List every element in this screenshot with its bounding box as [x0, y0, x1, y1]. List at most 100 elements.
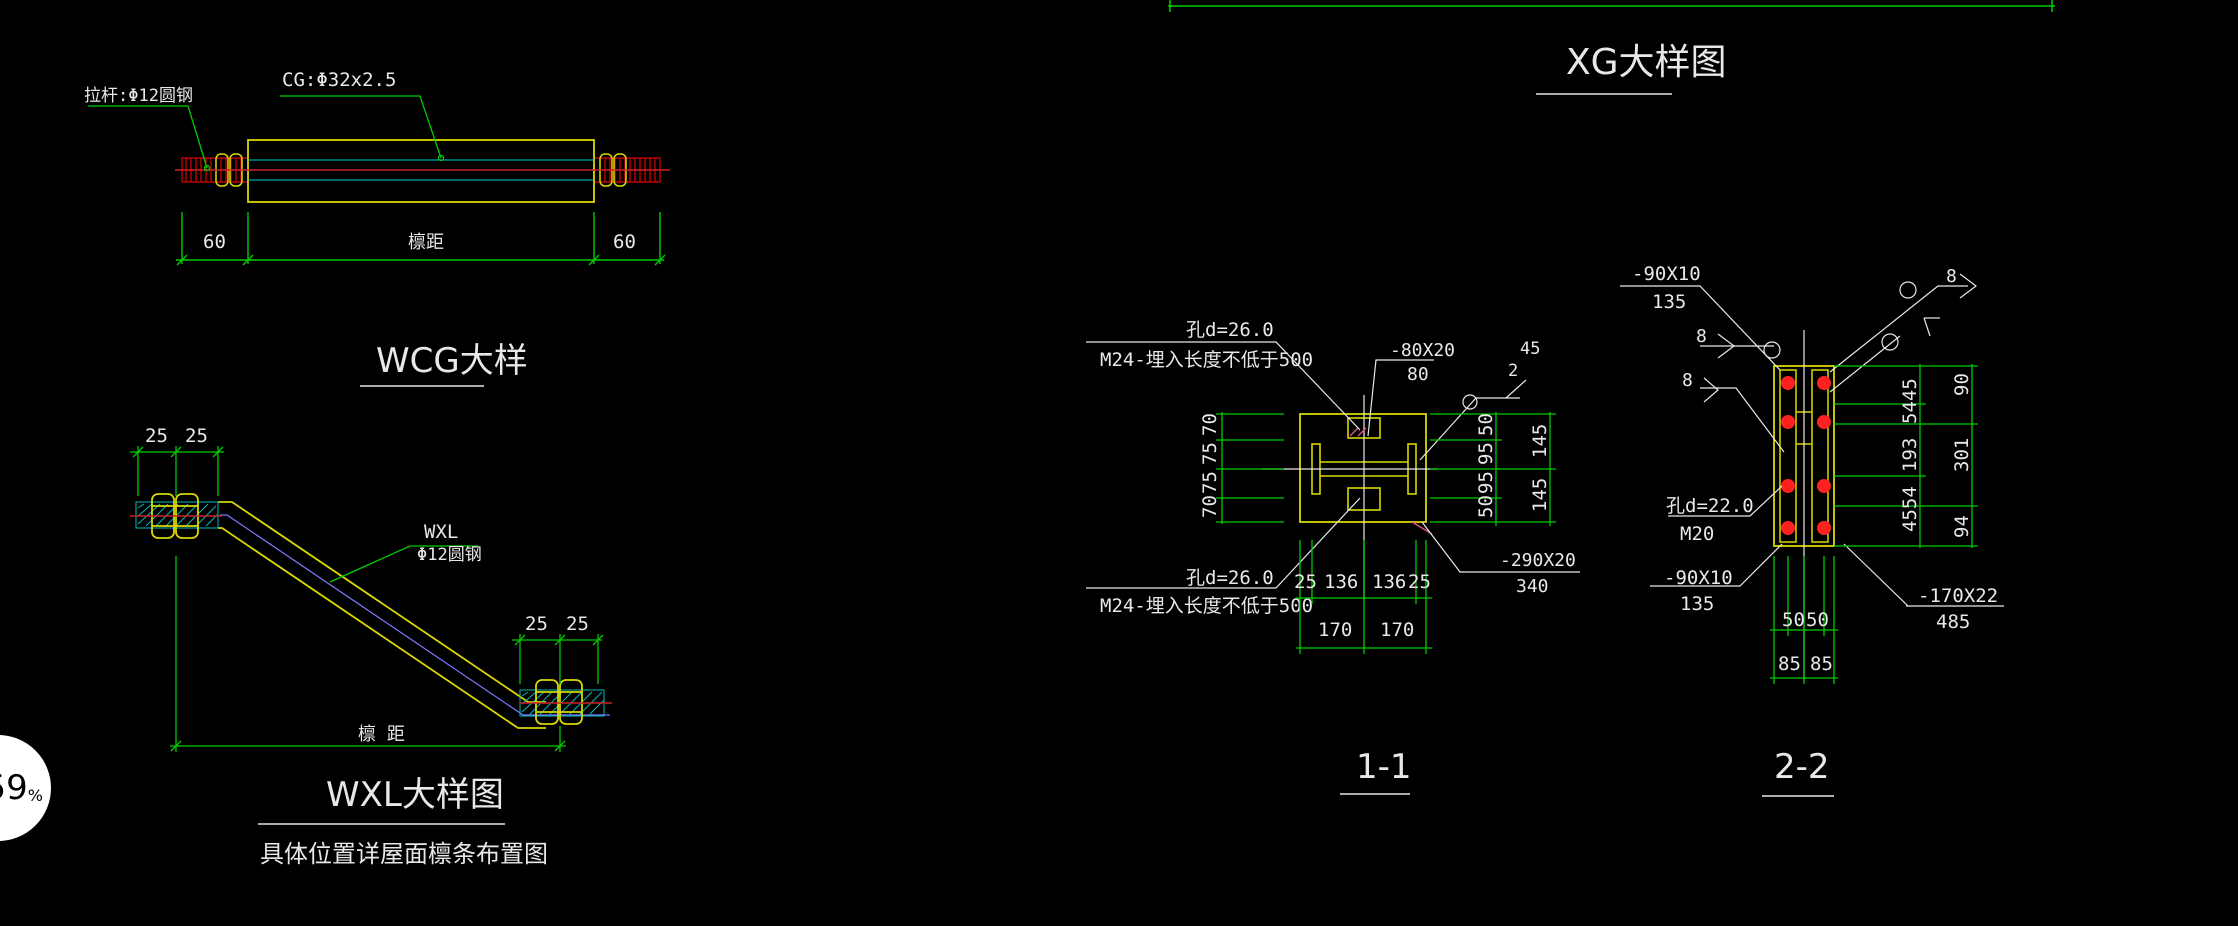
s22-dim-right	[1834, 364, 1978, 548]
s11-dim-rb-0: 145	[1529, 424, 1551, 458]
s22-dim-ba-0: 50	[1782, 609, 1805, 631]
s11-hole-bot: 孔d=26.0	[1186, 567, 1274, 589]
s22-dim-ra-1: 193	[1899, 438, 1921, 472]
s11-dim-ba-0: 25	[1294, 571, 1317, 593]
s11-dim-left-0: 70	[1199, 413, 1221, 436]
s11-weld-top-b: 2	[1508, 361, 1518, 381]
s11-dim-left-2: 75	[1199, 471, 1221, 494]
s22-plate-br-len: 485	[1936, 611, 1970, 633]
bolt-marker	[1781, 415, 1795, 429]
s11-bolt-hatch	[1349, 427, 1433, 535]
wcg-detail: 拉杆:Φ12圆钢 CG:Φ32x2.5 60 檩距 60 WCG大样	[84, 69, 670, 387]
s22-members	[1779, 369, 1829, 543]
wxl-rod	[218, 501, 610, 729]
top-dimension-line	[1168, 0, 2055, 12]
bolt-marker	[1781, 479, 1795, 493]
s22-label: 2-2	[1774, 747, 1830, 787]
s22-plate-br-spec: -170X22	[1918, 585, 1998, 607]
s11-dim-ra-2: 95	[1475, 471, 1497, 494]
section-2-2: -90X10 135 8 8 8 孔d=22.0 M20 -90X10 135 …	[1620, 263, 2004, 797]
wxl-dim-br2: 25	[566, 613, 589, 635]
s11-dim-rb-1: 145	[1529, 478, 1551, 512]
s11-dim-bb-0: 170	[1318, 619, 1352, 641]
wcg-dim-right: 60	[613, 231, 636, 253]
s11-dim-ba-3: 25	[1408, 571, 1431, 593]
s22-hole: 孔d=22.0	[1666, 495, 1754, 517]
s22-leaders	[1620, 281, 2004, 607]
wxl-dim-tl1: 25	[145, 425, 168, 447]
s11-weld-symbol	[1505, 379, 1527, 399]
s22-plate-tl-len: 135	[1652, 291, 1686, 313]
wxl-thread-left	[135, 501, 219, 529]
bolt-marker	[1781, 521, 1795, 535]
s11-dim-ra-3: 50	[1475, 495, 1497, 518]
wxl-note: 具体位置详屋面檩条布置图	[260, 840, 548, 868]
bolt-marker	[1781, 376, 1795, 390]
zoom-indicator[interactable]: 59%	[0, 735, 51, 841]
s11-dim-left	[1216, 412, 1284, 524]
s22-plate-bl-spec: -90X10	[1664, 567, 1733, 589]
s11-dim-right	[1430, 412, 1556, 526]
s11-dim-ra-1: 95	[1475, 442, 1497, 465]
s11-dim-bb-1: 170	[1380, 619, 1414, 641]
s11-weld-top-a: 45	[1520, 339, 1540, 359]
s22-dim-ra-0: 5445	[1899, 378, 1921, 424]
s22-dim-ra-2: 4554	[1899, 486, 1921, 532]
s22-dim-bottom	[1770, 556, 1838, 684]
wxl-dim-bottom	[170, 556, 566, 752]
wcg-callout-rod: 拉杆:Φ12圆钢	[84, 86, 193, 106]
wcg-dimension-line	[176, 212, 666, 266]
bolt-marker	[1817, 376, 1831, 390]
s22-plate-bl-len: 135	[1680, 593, 1714, 615]
wxl-title: WXL大样图	[326, 775, 504, 815]
s22-weld-b: 8	[1682, 370, 1693, 391]
zoom-unit: %	[27, 785, 43, 805]
s22-dim-bb-1: 85	[1810, 653, 1833, 675]
s22-dim-rb-1: 301	[1951, 438, 1973, 472]
s11-bolt-top: M24-埋入长度不低于500	[1100, 349, 1313, 371]
section-1-1: 孔d=26.0 M24-埋入长度不低于500 -80X20 80 45 2 孔d…	[1086, 319, 1580, 795]
s11-bolt-bot: M24-埋入长度不低于500	[1100, 595, 1313, 617]
wcg-tube	[247, 139, 595, 203]
s11-dim-ra-0: 50	[1475, 413, 1497, 436]
wxl-callout-name: WXL	[424, 521, 458, 543]
wcg-leaders	[88, 95, 445, 172]
wxl-callout-spec: Φ12圆钢	[417, 545, 482, 565]
s11-plate-bot-len: 340	[1516, 576, 1549, 597]
wcg-dim-mid: 檩距	[408, 232, 444, 253]
s22-dim-ba-1: 50	[1806, 609, 1829, 631]
bolt-marker	[1817, 479, 1831, 493]
s22-dim-rb-0: 90	[1951, 373, 1973, 396]
zoom-value: 59	[0, 768, 28, 808]
s11-dim-left-3: 70	[1199, 495, 1221, 518]
wxl-dim-br1: 25	[525, 613, 548, 635]
wcg-dim-left: 60	[203, 231, 226, 253]
s22-plate-tl-spec: -90X10	[1632, 263, 1701, 285]
s11-plate-top-len: 80	[1407, 364, 1429, 385]
s11-dim-bottom	[1296, 540, 1432, 654]
s22-bolt: M20	[1680, 523, 1714, 545]
wcg-callout-tube: CG:Φ32x2.5	[282, 69, 396, 91]
wxl-dim-topleft	[130, 446, 224, 496]
s22-weld-a: 8	[1696, 326, 1707, 347]
wxl-callout-leader	[329, 545, 478, 583]
s22-dim-rb-2: 94	[1951, 515, 1973, 538]
s11-plate-bot-spec: -290X20	[1500, 550, 1576, 571]
s11-plate-top-spec: -80X20	[1390, 340, 1455, 361]
s11-centerlines	[1262, 395, 1438, 600]
s22-weld-c: 8	[1946, 266, 1957, 287]
wxl-dim-bottomright	[512, 634, 604, 684]
s11-dim-ba-1: 136	[1324, 571, 1358, 593]
s22-dim-bb-0: 85	[1778, 653, 1801, 675]
wxl-dim-tl2: 25	[185, 425, 208, 447]
wxl-detail: 25 25 25 25 WXL Φ12圆钢 檩 距 WXL大样图 具体位置详屋	[130, 425, 612, 868]
wcg-title: WCG大样	[376, 341, 528, 381]
s11-dim-ba-2: 136	[1372, 571, 1406, 593]
s22-bolts	[1781, 376, 1831, 535]
s22-weld-symbols	[1703, 273, 1977, 403]
s11-dim-left-1: 75	[1199, 442, 1221, 465]
bolt-marker	[1817, 415, 1831, 429]
s11-base-plate	[1299, 413, 1427, 523]
bolt-marker	[1817, 521, 1831, 535]
